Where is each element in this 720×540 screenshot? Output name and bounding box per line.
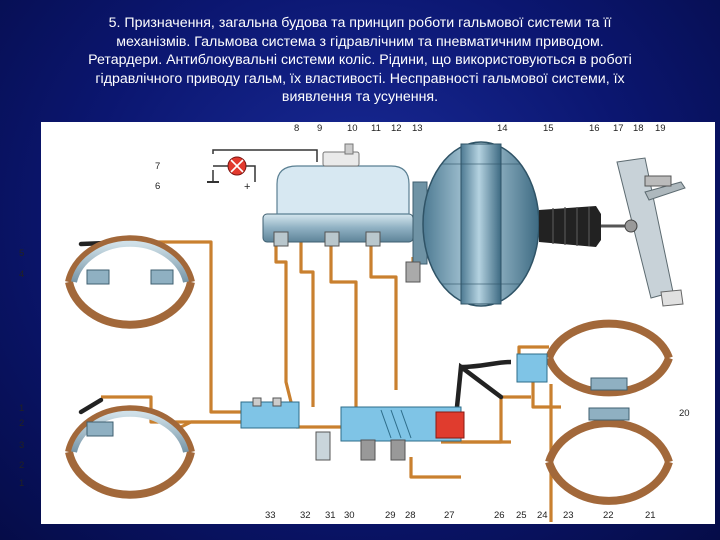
- callout-2b: 2: [19, 461, 24, 471]
- callout-2a: 2: [19, 419, 24, 429]
- callout-28: 28: [405, 511, 416, 521]
- callout-30: 30: [344, 511, 355, 521]
- callout-1b: 1: [19, 479, 24, 489]
- title-line-2: механізмів. Гальмова система з гідравліч…: [116, 34, 603, 50]
- callout-14: 14: [497, 124, 508, 134]
- callout-21: 21: [645, 511, 656, 521]
- callout-15: 15: [543, 124, 554, 134]
- master-cylinder: [263, 214, 413, 246]
- callout-29: 29: [385, 511, 396, 521]
- callout-20: 20: [679, 409, 690, 419]
- callout-19: 19: [655, 124, 666, 134]
- callout-26: 26: [494, 511, 505, 521]
- title-line-4: гідравлічного приводу гальм, їх властиво…: [95, 71, 624, 87]
- callout-18: 18: [633, 124, 644, 134]
- title-line-1: 5. Призначення, загальна будова та принц…: [109, 15, 612, 31]
- title-line-3: Ретардери. Антиблокувальні системи коліс…: [88, 52, 632, 68]
- callout-7: 7: [155, 162, 160, 172]
- callout-6: 6: [155, 182, 160, 192]
- rubber-boot: [539, 206, 631, 247]
- callout-22: 22: [603, 511, 614, 521]
- sensor-fitting: [316, 432, 330, 460]
- brake-system-illustration: +: [41, 122, 715, 524]
- brake-pedal: [617, 158, 685, 306]
- pressure-regulator: [341, 407, 464, 460]
- callout-3: 3: [19, 441, 24, 451]
- callout-24: 24: [537, 511, 548, 521]
- front-left-brake-lower: [69, 409, 191, 494]
- callout-9: 9: [317, 124, 322, 134]
- callout-33: 33: [265, 511, 276, 521]
- callout-12: 12: [391, 124, 402, 134]
- callout-31: 31: [325, 511, 336, 521]
- callout-5: 5: [19, 249, 24, 259]
- callout-8: 8: [294, 124, 299, 134]
- title-line-5: виявлення та усунення.: [282, 89, 438, 105]
- front-left-brake-upper: [69, 239, 191, 324]
- rear-tee-fitting: [517, 354, 547, 382]
- callout-17: 17: [613, 124, 624, 134]
- fluid-reservoir: [277, 144, 409, 214]
- rear-hose: [461, 362, 511, 367]
- callout-11: 11: [371, 124, 381, 134]
- callout-16: 16: [589, 124, 600, 134]
- rear-right-brake-lower: [549, 408, 669, 501]
- callout-32: 32: [300, 511, 311, 521]
- callout-25: 25: [516, 511, 527, 521]
- callout-23: 23: [563, 511, 574, 521]
- callout-13: 13: [412, 124, 423, 134]
- callout-10: 10: [347, 124, 358, 134]
- vacuum-booster: [406, 142, 539, 306]
- callout-27: 27: [444, 511, 455, 521]
- rear-right-brake-upper: [549, 324, 669, 393]
- brake-system-diagram: +: [41, 122, 715, 524]
- pressure-distributor: [241, 398, 299, 428]
- callout-4: 4: [19, 270, 24, 280]
- callout-1a: 1: [19, 404, 24, 414]
- slide-title: 5. Призначення, загальна будова та принц…: [40, 14, 680, 107]
- lamp-polarity-label: +: [244, 181, 250, 193]
